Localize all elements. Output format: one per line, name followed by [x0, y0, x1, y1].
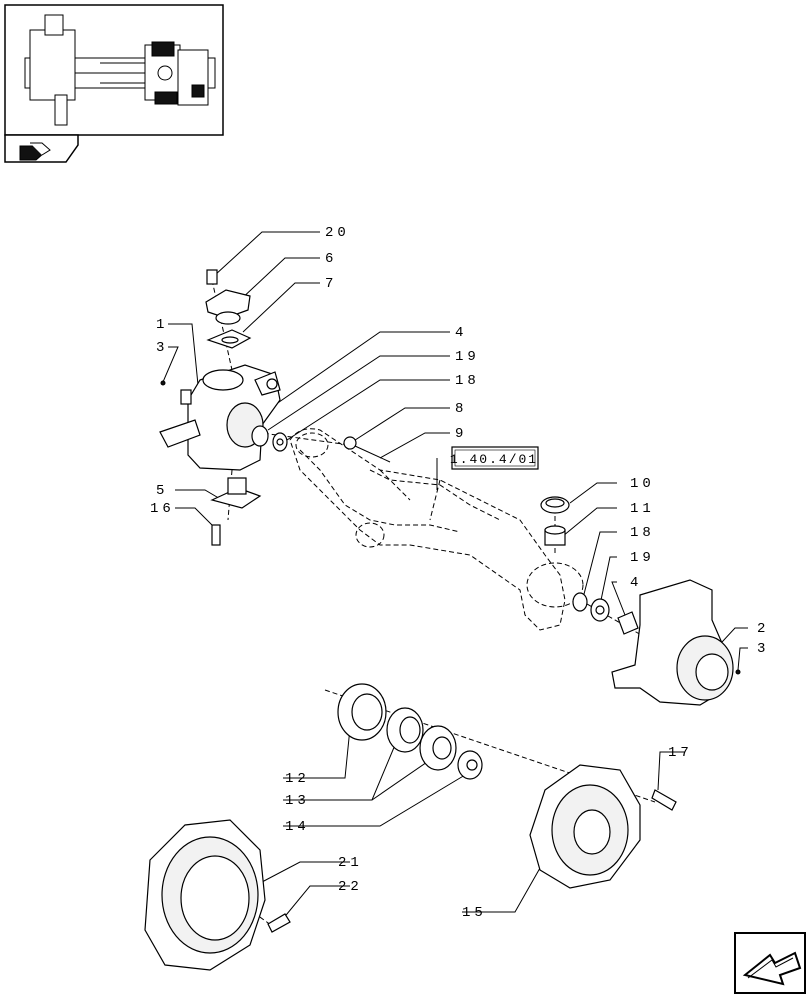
- callout-8: 8: [455, 401, 467, 417]
- callout-18b: 18: [630, 525, 655, 541]
- left-steering-knuckle[interactable]: [159, 364, 281, 471]
- bush-19-18[interactable]: [251, 425, 288, 452]
- folder-tab-icon[interactable]: [4, 134, 79, 163]
- grease-fitting-16[interactable]: [160, 380, 221, 546]
- callout-3b: 3: [757, 641, 769, 657]
- callout-14: 14: [285, 819, 310, 835]
- callout-19: 19: [455, 349, 480, 365]
- callout-12: 12: [285, 771, 310, 787]
- callout-7: 7: [325, 276, 337, 292]
- seal-10[interactable]: [540, 496, 570, 514]
- callout-5: 5: [156, 483, 168, 499]
- seal-12[interactable]: [337, 683, 387, 741]
- callout-17: 17: [668, 745, 693, 761]
- callout-10: 10: [630, 476, 655, 492]
- reference-code[interactable]: 1.40.4/01: [450, 452, 538, 467]
- pin-8-9[interactable]: [343, 436, 391, 463]
- callout-4: 4: [455, 325, 467, 341]
- callout-20: 20: [325, 225, 350, 241]
- lower-cap-5[interactable]: [210, 477, 262, 509]
- callout-22: 22: [338, 879, 363, 895]
- callout-15: 15: [462, 905, 487, 921]
- previous-page-arrow-icon[interactable]: [734, 932, 806, 994]
- axle-assembly-thumbnail-icon[interactable]: [4, 4, 224, 136]
- bolt-20[interactable]: [206, 269, 218, 285]
- stud-17[interactable]: [651, 789, 677, 811]
- pin-4-right[interactable]: [617, 611, 639, 635]
- leader-lines: [162, 231, 748, 921]
- bush-11[interactable]: [544, 525, 566, 546]
- callout-11: 11: [630, 501, 655, 517]
- callout-16: 16: [150, 501, 175, 517]
- callout-labels: 20 6 7 1 3 4 19 18 8 9 5 16 10 11 18 19 …: [150, 225, 769, 921]
- hub-15[interactable]: [529, 764, 641, 889]
- callout-9: 9: [455, 426, 467, 442]
- axle-beam[interactable]: [289, 428, 584, 631]
- bush-18-19-right[interactable]: [572, 592, 610, 622]
- callout-19b: 19: [630, 550, 655, 566]
- callout-6: 6: [325, 251, 337, 267]
- callout-2: 2: [757, 621, 769, 637]
- right-steering-knuckle[interactable]: [611, 579, 741, 706]
- cap-6[interactable]: [205, 289, 251, 325]
- wheel-hub-21[interactable]: [144, 819, 266, 971]
- callout-21: 21: [338, 855, 363, 871]
- bearing-13[interactable]: [386, 707, 457, 771]
- callout-13: 13: [285, 793, 310, 809]
- callout-18: 18: [455, 373, 480, 389]
- stud-22[interactable]: [267, 913, 291, 933]
- callout-4b: 4: [630, 575, 642, 591]
- reference-box[interactable]: 1.40.4/01: [450, 446, 539, 470]
- callout-1: 1: [156, 317, 168, 333]
- shim-7[interactable]: [206, 329, 252, 349]
- nut-14[interactable]: [457, 750, 483, 780]
- callout-3: 3: [156, 340, 168, 356]
